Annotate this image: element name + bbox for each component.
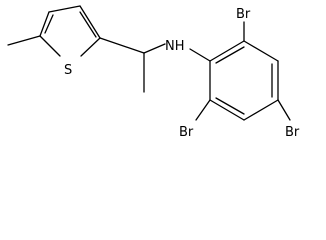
bond-c5-c6-double (215, 97, 245, 115)
bond-c4-br-right (277, 99, 291, 121)
bond-c5-s (39, 35, 61, 57)
bond-c2-c3 (243, 40, 279, 62)
structure-canvas: S NH Br Br Br (7, 5, 300, 140)
bond-c5-c4-double (44, 14, 54, 34)
bond-c4-c3 (48, 5, 81, 13)
sulfur-atom-label: S (64, 63, 72, 78)
bond-methyl-c5 (7, 35, 41, 46)
molecule-diagram: S NH Br Br Br (7, 5, 300, 140)
bromine-bottom-label: Br (179, 125, 194, 140)
bond-c3-c2 (79, 5, 101, 39)
bond-c4-c5 (243, 99, 279, 121)
bond-ch-n (143, 43, 166, 54)
bond-c6-br-bottom (195, 99, 211, 121)
bond-c5-c6 (209, 99, 245, 121)
bromine-top-label: Br (236, 7, 251, 22)
amine-atom-label: NH (165, 39, 185, 54)
bond-c1-c2 (209, 40, 245, 62)
bond-s-c2 (80, 37, 101, 57)
bond-c5-c4 (39, 11, 50, 37)
bond-n-c1 (189, 48, 211, 62)
bond-c3-c2-double (79, 11, 97, 38)
bromine-right-label: Br (285, 125, 300, 140)
bond-c2-ch (99, 37, 145, 54)
bond-c1-c2-double (215, 46, 245, 64)
